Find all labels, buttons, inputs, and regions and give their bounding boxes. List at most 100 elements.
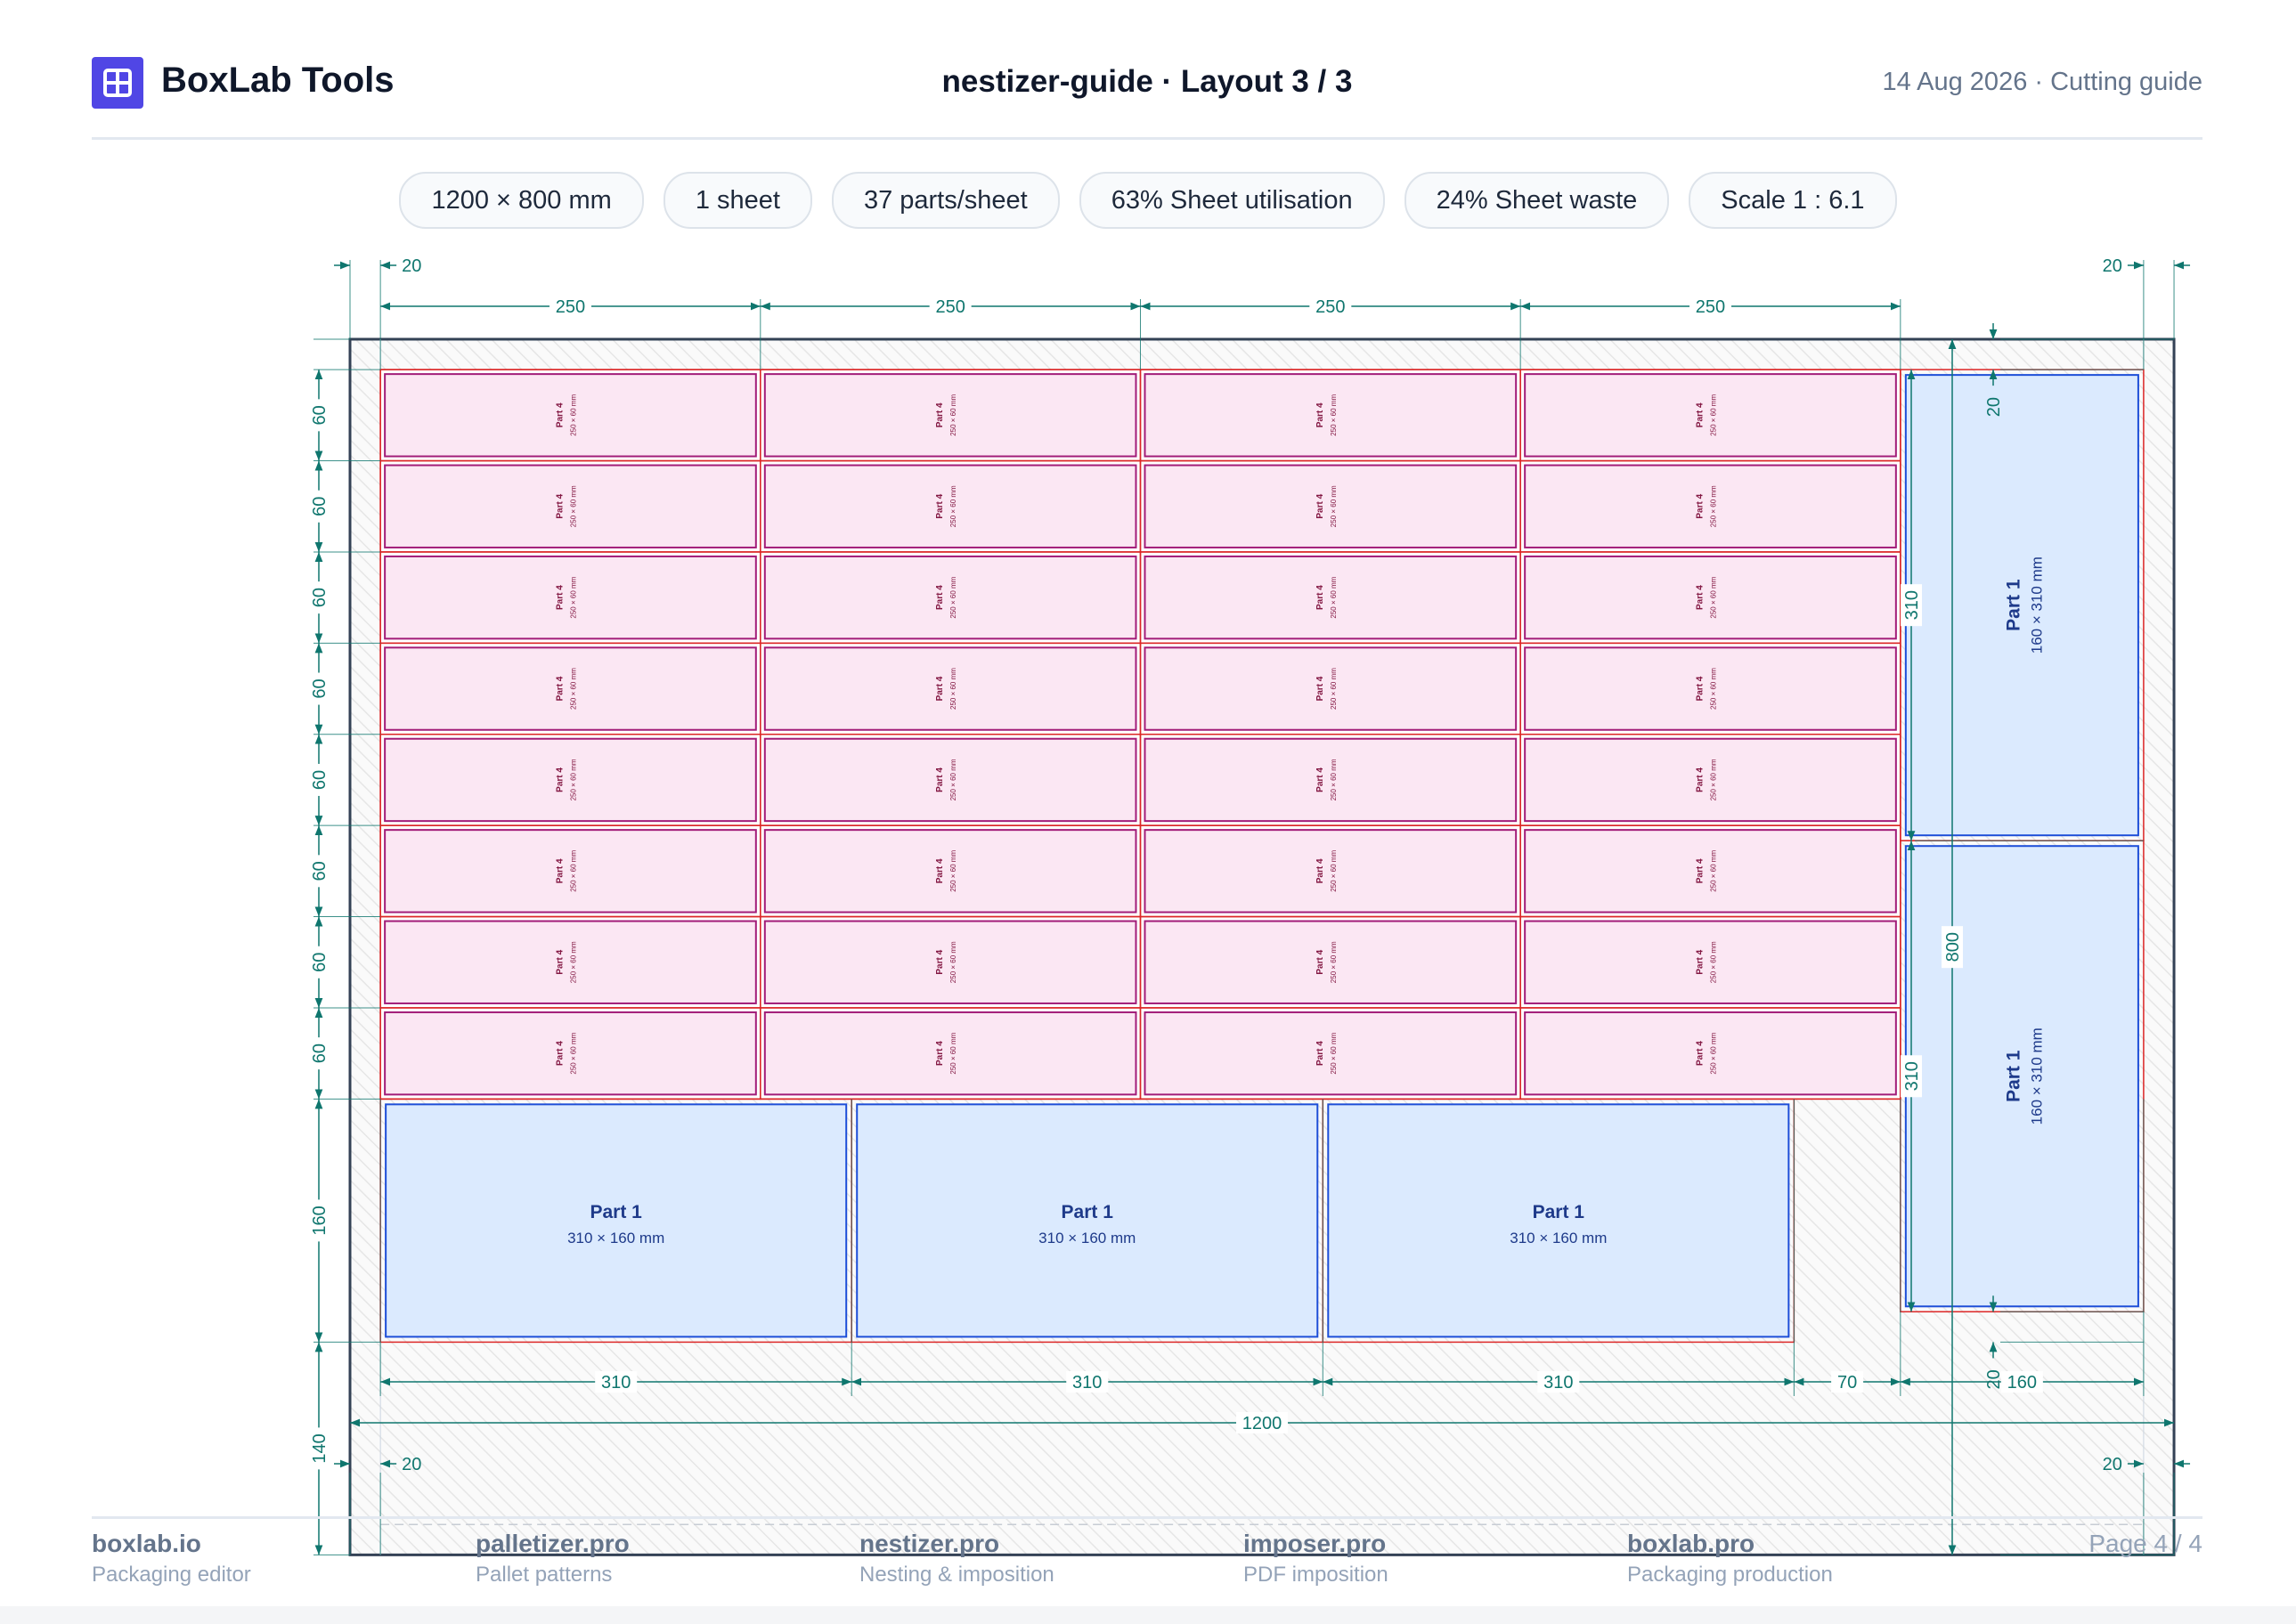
footer-link-boxlab-io[interactable]: boxlab.io Packaging editor — [92, 1526, 251, 1588]
dimension-label-bg — [1831, 1371, 1864, 1393]
dimension-total-width: 1200 — [350, 1412, 2175, 1433]
dimension-label-bg — [929, 296, 972, 317]
part4-piece — [1524, 555, 1897, 640]
part4-size: 250 × 60 mm — [1709, 394, 1717, 436]
part4-name: Part 4 — [1695, 676, 1705, 701]
dimension-label-bg — [1901, 584, 1922, 627]
dimension-left-row: 60 — [308, 916, 330, 1008]
part4-name: Part 4 — [1695, 402, 1705, 427]
dimension-bottom-column: 310 — [380, 1371, 852, 1393]
footer-link-imposer[interactable]: imposer.pro PDF imposition — [1243, 1526, 1388, 1588]
dimension-label: 60 — [310, 588, 330, 607]
part4-name: Part 4 — [935, 858, 945, 883]
part4-piece — [763, 1011, 1137, 1096]
footer-link-boxlab-pro[interactable]: boxlab.pro Packaging production — [1627, 1526, 1833, 1588]
dimension-label-bg — [308, 855, 330, 888]
part4-name: Part 4 — [1315, 585, 1325, 610]
dimension-label-wrap: 310 — [1902, 1061, 1922, 1091]
dimension-bottom-column: 310 — [1323, 1371, 1795, 1393]
part4-size: 250 × 60 mm — [949, 850, 957, 892]
chip-sheet-count: 1 sheet — [663, 172, 812, 229]
dimension-label: 20 — [2103, 256, 2122, 276]
part4-size: 250 × 60 mm — [569, 941, 577, 983]
dimension-label-wrap: 310 — [1902, 590, 1922, 620]
dimension-left-row: 60 — [308, 825, 330, 917]
part4-piece — [1144, 737, 1518, 823]
dimension-label: 250 — [556, 297, 585, 317]
dimension-right-part: 310 — [1901, 369, 1922, 841]
dimension-left-row: 60 — [308, 643, 330, 735]
part4-piece — [763, 373, 1137, 458]
part4-size: 250 × 60 mm — [569, 1032, 577, 1074]
dimension-label-bg — [1309, 296, 1352, 317]
footer-link-nestizer[interactable]: nestizer.pro Nesting & imposition — [859, 1526, 1054, 1588]
part4-piece — [1524, 829, 1897, 914]
dimension-left-row: 60 — [308, 734, 330, 826]
dimension-label: 160 — [2007, 1373, 2037, 1393]
dimension-label-bg — [1901, 1055, 1922, 1098]
dimension-label-wrap: 60 — [310, 770, 330, 790]
part4-name: Part 4 — [1315, 402, 1325, 427]
part4-piece — [1144, 920, 1518, 1004]
dimension-label: 250 — [935, 297, 965, 317]
dimension-left-row: 160 — [308, 1099, 330, 1343]
dimension-left-row: 140 — [308, 1342, 330, 1555]
dimension-top-column: 250 — [1520, 296, 1901, 317]
part4-size: 250 × 60 mm — [949, 576, 957, 618]
dimension-label-bg — [308, 1199, 330, 1242]
footer-link-palletizer[interactable]: palletizer.pro Pallet patterns — [476, 1526, 630, 1588]
part1-piece — [385, 1103, 848, 1338]
dimension-label-wrap: 60 — [310, 405, 330, 425]
part4-piece — [1524, 737, 1897, 823]
dimension-left-row: 60 — [308, 369, 330, 461]
dimension-label-bg — [2000, 1371, 2043, 1393]
part1-piece — [1327, 1103, 1790, 1338]
dimension-label: 60 — [310, 953, 330, 972]
part1-size: 160 × 310 mm — [2028, 556, 2045, 654]
part4-piece — [1144, 1011, 1518, 1096]
dimension-label-bg — [1537, 1371, 1580, 1393]
part4-name: Part 4 — [555, 585, 565, 610]
part4-size: 250 × 60 mm — [569, 485, 577, 527]
part4-name: Part 4 — [1315, 676, 1325, 701]
dimension-total-height: 800 — [1942, 339, 1963, 1555]
part4-piece — [763, 646, 1137, 731]
part4-piece — [763, 829, 1137, 914]
dimension-right-part: 310 — [1901, 840, 1922, 1312]
part4-size: 250 × 60 mm — [1330, 941, 1338, 983]
footer-link-title: nestizer.pro — [859, 1530, 1000, 1557]
part4-piece — [384, 1011, 757, 1096]
dimension-label-wrap: 20 — [1984, 1369, 2004, 1389]
dimension-label-wrap: 140 — [310, 1433, 330, 1463]
page-bottom-band — [0, 1606, 2296, 1624]
page-number: Page 4 / 4 — [2088, 1530, 2202, 1557]
dimension-label-bg — [308, 581, 330, 614]
part4-piece — [1524, 373, 1897, 458]
dimension-label: 20 — [402, 256, 421, 276]
dimension-top-column: 250 — [760, 296, 1141, 317]
brand-name: BoxLab Tools — [161, 61, 395, 100]
footer-divider — [92, 1516, 2202, 1519]
dimension-label-bg — [549, 296, 591, 317]
dimension-label-wrap: 60 — [310, 861, 330, 881]
dimension-label: 60 — [310, 405, 330, 425]
dimension-label-wrap: 60 — [310, 1043, 330, 1063]
part4-name: Part 4 — [935, 402, 945, 427]
dimension-label: 60 — [310, 678, 330, 698]
part4-size: 250 × 60 mm — [1709, 1032, 1717, 1074]
chip-scale: Scale 1 : 6.1 — [1689, 172, 1897, 229]
footer-link-subtitle: Pallet patterns — [476, 1563, 613, 1587]
dimension-label: 60 — [310, 1043, 330, 1063]
part4-piece — [1144, 646, 1518, 731]
